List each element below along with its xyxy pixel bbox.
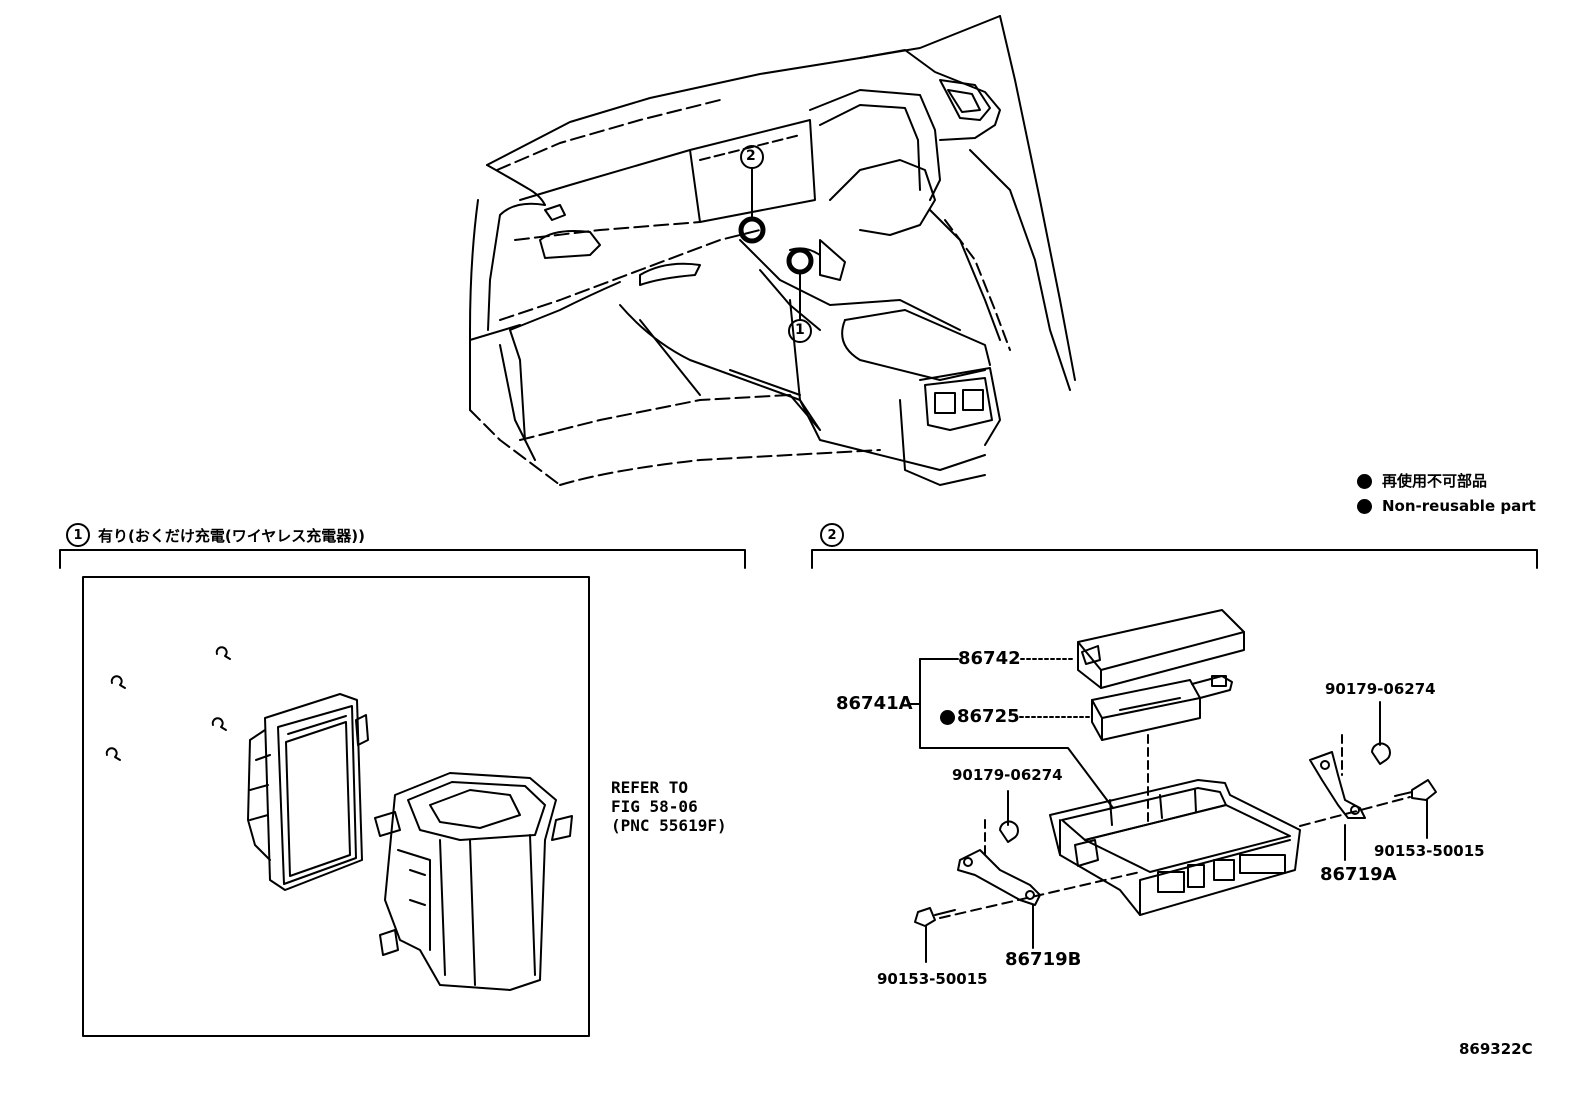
legend-en-label: Non-reusable part: [1382, 497, 1536, 515]
section-one-marker: 1: [66, 523, 90, 547]
part-90179-right-label[interactable]: 90179-06274: [1325, 680, 1436, 698]
part-86719b-label[interactable]: 86719B: [1005, 949, 1082, 970]
part-90153-right-label[interactable]: 90153-50015: [1374, 842, 1485, 860]
callout-one-number: 1: [795, 322, 805, 338]
figure-id: 869322C: [1459, 1040, 1533, 1058]
part-90179-left-label[interactable]: 90179-06274: [952, 766, 1063, 784]
refer-to-note: REFER TO FIG 58-06 (PNC 55619F): [611, 778, 727, 835]
part-86725-label[interactable]: 86725: [940, 708, 1020, 726]
legend-jp-label: 再使用不可部品: [1382, 472, 1488, 490]
dashboard-overview-drawing: [469, 15, 1076, 486]
section-one-header: 1 有り(おくだけ充電(ワイヤレス充電器)): [66, 523, 365, 547]
section-one-drawing: [82, 576, 590, 1037]
part-86725-number: 86725: [957, 706, 1020, 727]
refer-line-3: (PNC 55619F): [611, 816, 727, 835]
section-one-title: 有り(おくだけ充電(ワイヤレス充電器)): [98, 526, 365, 545]
clip-icons: [105, 646, 231, 761]
section-two-drawing: [909, 609, 1437, 963]
refer-line-2: FIG 58-06: [611, 797, 698, 816]
non-reusable-dot-icon: [940, 709, 955, 725]
callout-two-number: 2: [746, 148, 756, 164]
refer-line-1: REFER TO: [611, 778, 689, 797]
section-two-marker: 2: [820, 523, 844, 547]
legend-item-en: Non-reusable part: [1357, 499, 1536, 514]
legend-item-jp: 再使用不可部品: [1357, 474, 1487, 489]
part-90153-left-label[interactable]: 90153-50015: [877, 970, 988, 988]
part-86741a-label[interactable]: 86741A: [836, 693, 913, 714]
non-reusable-dot-icon: [1357, 474, 1372, 489]
part-86719a-label[interactable]: 86719A: [1320, 864, 1397, 885]
section-two-header: 2: [820, 523, 852, 547]
non-reusable-dot-icon: [1357, 499, 1372, 514]
section-brackets: [59, 549, 1538, 569]
part-86742-label[interactable]: 86742: [958, 648, 1021, 669]
